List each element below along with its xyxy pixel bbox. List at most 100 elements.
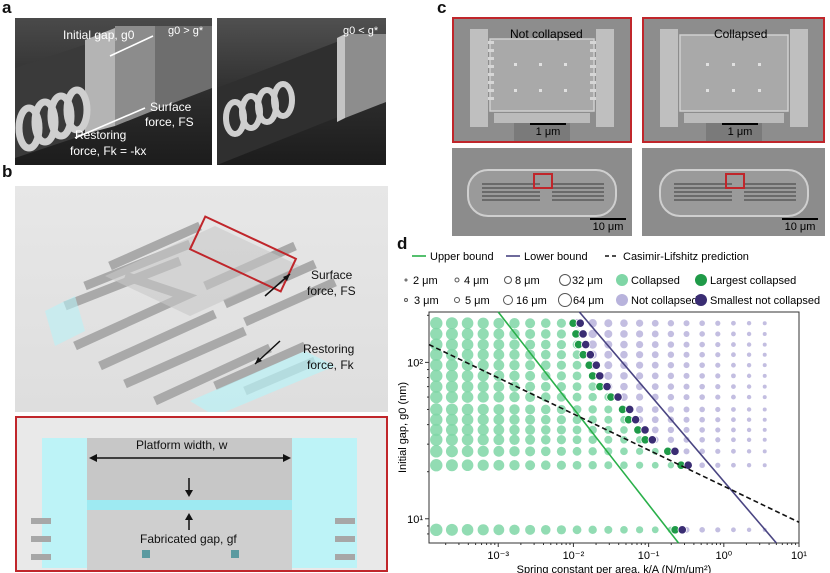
data-point xyxy=(477,338,489,351)
data-point xyxy=(683,330,690,337)
data-point xyxy=(445,413,458,426)
data-point xyxy=(445,327,458,340)
data-point xyxy=(540,425,551,435)
data-point xyxy=(572,425,582,435)
data-point xyxy=(636,461,644,469)
data-point xyxy=(493,434,505,446)
data-point xyxy=(683,426,690,433)
data-point xyxy=(572,446,582,456)
data-point xyxy=(762,321,767,326)
data-point xyxy=(461,413,474,426)
data-point xyxy=(430,433,443,446)
legend-marker-swatch xyxy=(616,274,628,286)
restoring-force-label-2: force, Fk = -kx xyxy=(70,144,147,158)
data-point xyxy=(572,415,582,425)
data-point xyxy=(683,362,690,369)
data-point xyxy=(667,351,675,358)
data-point xyxy=(636,405,644,414)
legend-size-marker xyxy=(454,297,460,303)
y-tick-label: 10² xyxy=(407,357,423,369)
data-point xyxy=(636,351,644,359)
data-point xyxy=(762,437,767,442)
smallest-not-collapsed-point xyxy=(677,525,687,535)
data-point xyxy=(715,448,721,454)
restoring-force-label-1: Restoring xyxy=(75,128,127,142)
data-point xyxy=(604,350,613,359)
data-point xyxy=(762,407,767,412)
data-point xyxy=(430,445,443,458)
data-point xyxy=(746,362,752,368)
legend-size-marker xyxy=(503,295,513,305)
data-point xyxy=(556,415,567,425)
data-point xyxy=(430,413,443,426)
data-point xyxy=(715,362,721,368)
smallest-not-collapsed-point xyxy=(670,446,680,456)
legend-size-label: 2 μm xyxy=(413,275,438,287)
data-point xyxy=(509,424,520,436)
data-point xyxy=(430,348,443,361)
data-point xyxy=(762,331,767,336)
data-point xyxy=(604,319,613,328)
data-point xyxy=(477,524,489,536)
data-point xyxy=(651,351,659,359)
data-point xyxy=(509,414,520,425)
data-point xyxy=(715,527,721,533)
data-point xyxy=(461,424,474,436)
plot-frame xyxy=(428,311,800,544)
data-point xyxy=(461,328,474,340)
data-point xyxy=(525,446,536,457)
data-point xyxy=(651,361,659,369)
data-point xyxy=(461,380,474,393)
data-point xyxy=(588,525,597,535)
data-point xyxy=(430,390,443,404)
data-point xyxy=(572,371,582,381)
data-point xyxy=(572,382,582,392)
data-point xyxy=(445,433,458,446)
legend-size-marker xyxy=(559,274,571,286)
data-point xyxy=(493,414,505,426)
sem-overview-right: 10 μm xyxy=(642,148,825,236)
data-point xyxy=(556,318,567,328)
data-point xyxy=(445,391,458,404)
surface-force-label-2: force, FS xyxy=(145,115,194,129)
legend-size-marker xyxy=(558,293,572,307)
data-point xyxy=(667,341,675,348)
data-point xyxy=(509,318,520,329)
data-point xyxy=(430,380,443,393)
data-point xyxy=(762,427,767,432)
data-point xyxy=(525,318,536,329)
data-point xyxy=(636,526,644,534)
data-point xyxy=(556,435,567,445)
legend-size-marker xyxy=(404,278,408,282)
data-point xyxy=(651,330,659,338)
data-point xyxy=(620,372,628,380)
x-axis-label: Spring constant per area, k/A (N/m/μm²) xyxy=(517,564,712,573)
data-point xyxy=(746,437,752,442)
data-point xyxy=(746,449,752,454)
x-tick-label: 10¹ xyxy=(791,550,807,562)
data-point xyxy=(445,369,458,382)
b-surface-force-1: Surface xyxy=(311,268,353,282)
fabricated-gap-label: Fabricated gap, gf xyxy=(140,532,237,546)
legend-line-label: Lower bound xyxy=(524,251,588,263)
data-point xyxy=(525,404,536,415)
data-point xyxy=(588,461,597,470)
data-point xyxy=(461,359,474,371)
data-point xyxy=(461,524,474,536)
data-point xyxy=(477,391,489,403)
data-point xyxy=(540,525,551,535)
data-point xyxy=(667,330,675,338)
data-point xyxy=(604,525,613,534)
data-point xyxy=(620,526,628,534)
data-point xyxy=(588,340,597,349)
smallest-not-collapsed-point xyxy=(575,318,585,328)
data-point xyxy=(667,436,675,443)
data-point xyxy=(762,463,767,468)
data-point xyxy=(715,331,721,337)
data-point xyxy=(525,381,536,392)
data-point xyxy=(461,459,474,472)
data-point xyxy=(604,415,613,424)
data-point xyxy=(572,460,582,470)
data-point xyxy=(445,403,458,416)
data-point xyxy=(636,319,644,327)
